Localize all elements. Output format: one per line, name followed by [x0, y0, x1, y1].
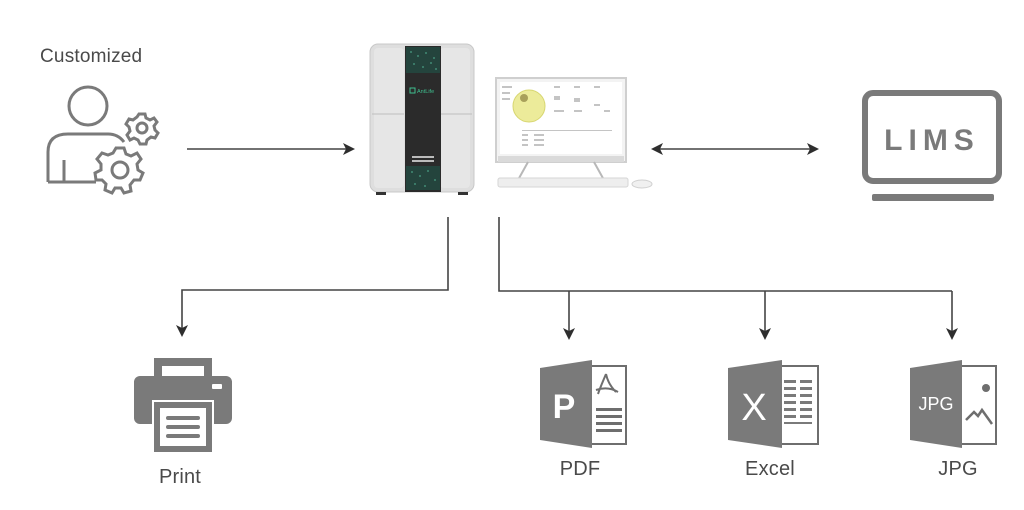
- edge-computer-bus: [498, 217, 952, 292]
- instrument-brand-text: AntLife: [417, 89, 434, 95]
- print-label: Print: [158, 466, 202, 488]
- user-settings-icon: [46, 85, 160, 195]
- pdf-label: PDF: [559, 458, 601, 480]
- analyzer-instrument-icon: AntLife: [369, 43, 475, 195]
- edge-instrument-to-print: [176, 217, 449, 337]
- printer-icon: [134, 358, 232, 452]
- excel-file-icon: X: [728, 360, 819, 448]
- desktop-computer-icon: [495, 77, 653, 189]
- jpg-file-icon: JPG: [910, 360, 997, 448]
- pdf-file-icon: P: [540, 360, 627, 448]
- pdf-glyph: P: [553, 388, 576, 426]
- customized-label: Customized: [40, 46, 143, 67]
- monitor-icon: LIMS: [862, 90, 1002, 201]
- excel-label: Excel: [745, 458, 795, 480]
- excel-glyph: X: [741, 387, 766, 429]
- jpg-label: JPG: [938, 458, 978, 480]
- jpg-glyph: JPG: [918, 394, 953, 414]
- lims-label: LIMS: [884, 124, 980, 157]
